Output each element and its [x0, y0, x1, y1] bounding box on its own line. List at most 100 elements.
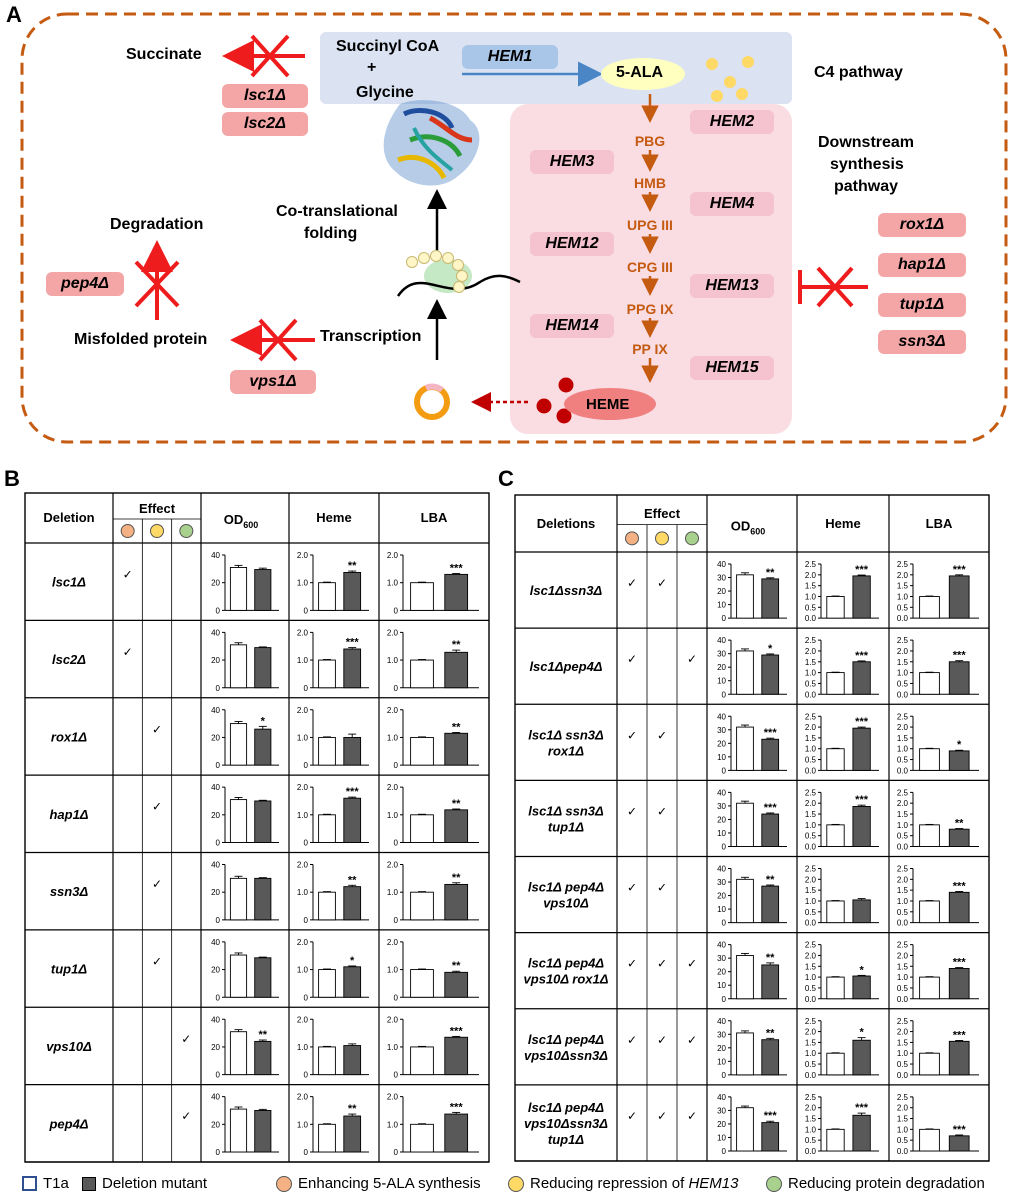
bar-t1a: [318, 1046, 336, 1076]
bar-mutant: [444, 1036, 469, 1076]
hem14-gene: HEM14: [530, 314, 614, 338]
header-od-main: OD: [731, 518, 751, 533]
y-tick-label: 2.5: [897, 788, 909, 797]
significance-mark: ***: [855, 564, 869, 576]
mini-bar-chart: 0.00.51.01.52.02.5***: [805, 1093, 879, 1156]
y-tick-label: 0.5: [897, 984, 909, 993]
deletion-name: pep4Δ: [48, 1116, 88, 1131]
y-tick-label: 2.0: [297, 628, 309, 637]
deletion-name: vps10Δ rox1Δ: [524, 972, 609, 987]
bar-t1a: [736, 802, 754, 847]
mini-bar-chart: 0.00.51.01.52.02.5***: [897, 1017, 979, 1080]
effect-check: ✓: [152, 722, 162, 736]
bar-mutant: [254, 800, 272, 843]
bar-mutant: [444, 883, 469, 921]
bar-mutant: [343, 797, 362, 843]
hem13-gene: HEM13: [690, 274, 774, 298]
effect-check: ✓: [181, 1032, 191, 1046]
mini-bar-chart: 0.00.51.01.52.02.5*: [805, 1017, 879, 1080]
bar-mutant: [254, 1040, 272, 1076]
y-tick-label: 1.0: [297, 733, 309, 742]
y-tick-label: 0: [216, 993, 221, 1002]
bar-t1a: [826, 900, 845, 924]
y-tick-label: 40: [211, 1093, 220, 1102]
legend-orange-label: Enhancing 5-ALA synthesis: [298, 1175, 481, 1192]
y-tick-label: 0.0: [897, 1147, 909, 1156]
y-tick-label: 2.5: [805, 636, 817, 645]
deletion-name: ssn3Δ: [50, 884, 89, 899]
mini-bar-chart: 01.02.0: [297, 706, 369, 770]
y-tick-label: 0: [722, 919, 727, 928]
y-tick-label: 0.5: [897, 756, 909, 765]
downstream-pathway-region: [510, 104, 792, 434]
orange-effect-circle: [120, 524, 135, 538]
y-tick-label: 2.5: [805, 1093, 817, 1102]
y-tick-label: 20: [717, 663, 726, 672]
bar-t1a: [736, 1107, 754, 1152]
tup1-deletion: tup1Δ: [878, 293, 966, 317]
pathway-step-upg: UPG III: [627, 217, 673, 233]
bar-t1a: [919, 1052, 940, 1076]
y-tick-label: 10: [717, 829, 726, 838]
mini-bar-chart: 0.00.51.01.52.02.5***: [805, 712, 879, 775]
y-tick-label: 0: [394, 606, 399, 615]
significance-mark: **: [955, 818, 964, 830]
y-tick-label: 0.0: [897, 766, 909, 775]
deletion-name: rox1Δ: [548, 743, 584, 758]
protein-structure-icon: [383, 100, 480, 186]
bar-mutant: [948, 661, 970, 695]
c4-pathway-label: C4 pathway: [814, 64, 903, 81]
misfolded-protein-label: Misfolded protein: [74, 331, 208, 348]
mini-bar-chart: 01.02.0**: [297, 1093, 369, 1157]
y-tick-label: 0: [722, 1147, 727, 1156]
bar-t1a: [318, 659, 336, 689]
y-tick-label: 20: [717, 968, 726, 977]
header-lba: LBA: [421, 510, 448, 525]
y-tick-label: 2.5: [805, 1017, 817, 1026]
y-tick-label: 40: [211, 706, 220, 715]
bar-t1a: [410, 814, 434, 843]
mini-bar-chart: 01.02.0**: [387, 783, 479, 848]
mini-bar-chart: 0.00.51.01.52.02.5***: [897, 560, 979, 623]
y-tick-label: 2.0: [805, 1104, 817, 1113]
y-tick-label: 0.0: [805, 614, 817, 623]
effect-check: ✓: [657, 576, 667, 590]
legend-t1a-swatch: [22, 1176, 37, 1191]
bar-t1a: [410, 891, 434, 921]
significance-mark: ***: [346, 786, 360, 798]
panel-label-a: A: [6, 2, 22, 27]
y-tick-label: 0.0: [805, 766, 817, 775]
mini-bar-chart: 01.02.0**: [297, 551, 369, 615]
bar-t1a: [318, 582, 336, 611]
legend-yellow-swatch: [508, 1175, 524, 1192]
y-tick-label: 2.0: [897, 647, 909, 656]
succinyl-coa-label: Succinyl CoA: [336, 38, 440, 55]
y-tick-label: 10: [717, 1133, 726, 1142]
legend-yellow-gene: HEM13: [688, 1175, 739, 1192]
significance-mark: **: [766, 952, 775, 964]
downstream-label-1: Downstream: [818, 134, 915, 151]
deletion-name: lsc1Δ: [52, 575, 86, 590]
significance-mark: ***: [764, 727, 778, 739]
y-tick-label: 2.0: [387, 551, 399, 560]
yellow-effect-circle: [655, 531, 669, 546]
bar-t1a: [229, 567, 248, 611]
header-lba: LBA: [926, 516, 953, 531]
bar-t1a: [410, 1123, 434, 1153]
effect-check: ✓: [627, 957, 637, 971]
y-tick-label: 0: [394, 1148, 399, 1157]
significance-mark: **: [766, 567, 775, 579]
bar-mutant: [761, 1039, 780, 1076]
y-tick-label: 10: [717, 753, 726, 762]
y-tick-label: 1.5: [897, 582, 909, 591]
bar-t1a: [919, 1128, 940, 1152]
bar-t1a: [826, 976, 845, 1000]
bar-mutant: [852, 899, 871, 924]
y-tick-label: 10: [717, 601, 726, 610]
legend-green-label: Reducing protein degradation: [788, 1175, 985, 1192]
deletion-name: rox1Δ: [51, 729, 87, 744]
y-tick-label: 1.0: [387, 579, 399, 588]
bar-t1a: [826, 672, 845, 695]
